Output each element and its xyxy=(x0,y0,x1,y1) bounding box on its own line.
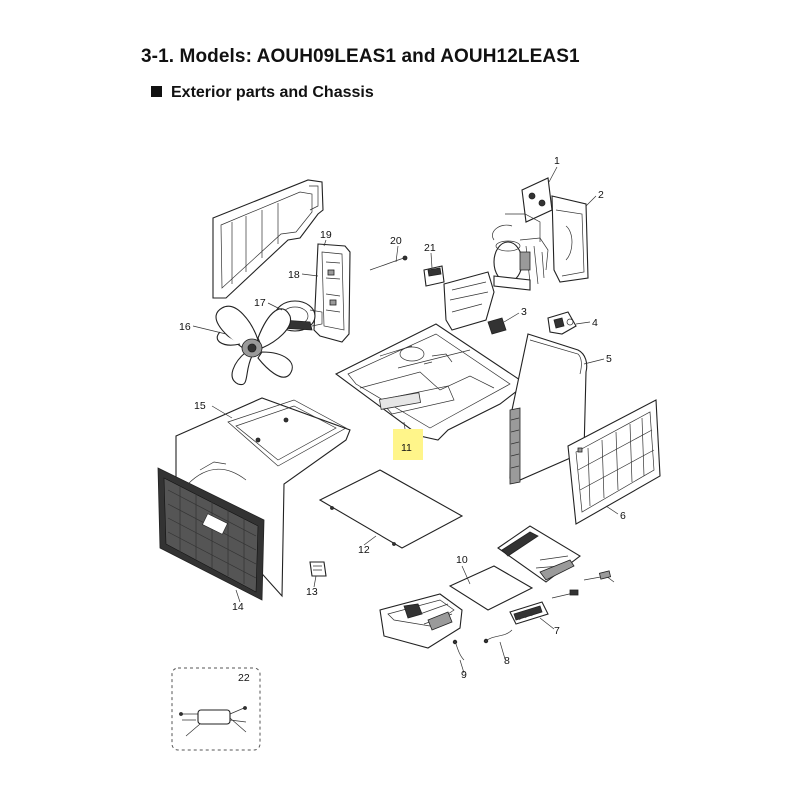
part-electrical-box[interactable] xyxy=(379,593,463,649)
callout-10[interactable]: 10 xyxy=(456,554,468,566)
part-2-plate[interactable] xyxy=(551,195,589,283)
part-8-wire[interactable] xyxy=(483,629,513,644)
part-sensor-right[interactable] xyxy=(551,570,615,599)
page-title: 3-1. Models: AOUH09LEAS1 and AOUH12LEAS1 xyxy=(141,46,580,67)
part-6-condenser-grille[interactable] xyxy=(567,399,661,525)
part-1-compressor-unit[interactable] xyxy=(492,177,553,291)
part-20-cable[interactable] xyxy=(369,255,408,271)
part-12-cover-plate[interactable] xyxy=(318,469,464,549)
callout-12[interactable]: 12 xyxy=(358,544,370,556)
part-9-sensor-wire[interactable] xyxy=(452,639,465,661)
leader-lines xyxy=(192,166,619,674)
callout-2[interactable]: 2 xyxy=(598,189,604,201)
part-10-pcb-plate[interactable] xyxy=(448,565,534,611)
callout-11-highlight xyxy=(393,429,423,460)
callout-13[interactable]: 13 xyxy=(306,586,318,598)
part-13-label-plate[interactable] xyxy=(309,561,327,577)
callout-20[interactable]: 20 xyxy=(390,235,402,247)
part-16-propeller-fan[interactable] xyxy=(215,305,293,386)
callout-4[interactable]: 4 xyxy=(592,317,598,329)
section-heading: Exterior parts and Chassis xyxy=(151,84,374,102)
square-bullet-icon xyxy=(151,86,162,97)
part-19-panel[interactable] xyxy=(212,179,324,299)
callout-16[interactable]: 16 xyxy=(179,321,191,333)
callout-5[interactable]: 5 xyxy=(606,353,612,365)
callout-6[interactable]: 6 xyxy=(620,510,626,522)
callout-17[interactable]: 17 xyxy=(254,297,266,309)
callout-18[interactable]: 18 xyxy=(288,269,300,281)
part-21-terminal[interactable] xyxy=(423,265,445,287)
callout-22[interactable]: 22 xyxy=(238,672,250,684)
callout-14[interactable]: 14 xyxy=(232,601,244,613)
part-control-board-assembly[interactable] xyxy=(497,525,581,583)
part-18-frame[interactable] xyxy=(313,243,351,343)
callout-9[interactable]: 9 xyxy=(461,669,467,681)
part-3-bracket-panel[interactable] xyxy=(443,271,507,335)
callout-15[interactable]: 15 xyxy=(194,400,206,412)
part-5-side-frame[interactable] xyxy=(509,333,588,485)
callout-3[interactable]: 3 xyxy=(521,306,527,318)
part-11-base-pan[interactable] xyxy=(334,323,527,441)
callout-11[interactable]: 11 xyxy=(401,442,412,454)
section-heading-text: Exterior parts and Chassis xyxy=(171,84,374,101)
callout-8[interactable]: 8 xyxy=(504,655,510,667)
part-22-inset[interactable] xyxy=(171,667,261,751)
callout-19[interactable]: 19 xyxy=(320,229,332,241)
callout-numbers: 1 2 3 4 5 6 7 8 9 10 11 12 13 14 15 16 1… xyxy=(179,155,626,684)
part-14-front-grille[interactable] xyxy=(157,467,265,601)
callout-1[interactable]: 1 xyxy=(554,155,560,167)
part-4-valve[interactable] xyxy=(547,311,577,335)
part-7-heat-sink[interactable] xyxy=(509,601,549,625)
callout-21[interactable]: 21 xyxy=(424,242,436,254)
callout-7[interactable]: 7 xyxy=(554,625,560,637)
